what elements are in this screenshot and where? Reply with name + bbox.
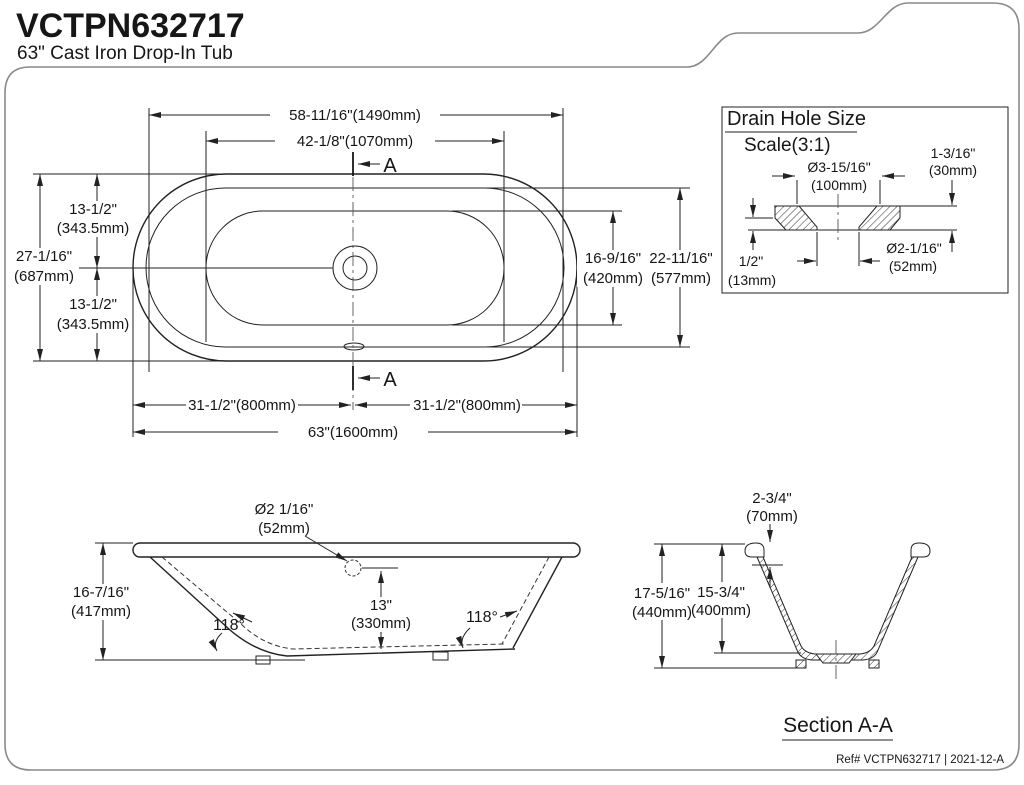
page-title: VCTPN632717 bbox=[16, 7, 245, 45]
section-marker-a-top: A bbox=[383, 155, 397, 177]
section-foot-right bbox=[868, 659, 880, 669]
dim-half-width-top-in: 13-1/2" bbox=[69, 201, 117, 218]
dim-front-drain-dia-in: Ø2 1/16" bbox=[255, 501, 314, 518]
drain-flange-left-section bbox=[774, 205, 818, 231]
dim-half-width-bottom-in: 13-1/2" bbox=[69, 296, 117, 313]
dim-half-length-right: 31-1/2"(800mm) bbox=[413, 397, 521, 414]
section-geometry bbox=[744, 542, 931, 681]
dim-basin-width-in: 16-9/16" bbox=[585, 250, 641, 267]
header: VCTPN632717 63" Cast Iron Drop-In Tub bbox=[16, 7, 245, 64]
dim-front-drain-center-in: 13" bbox=[370, 597, 392, 614]
dim-half-length-left: 31-1/2"(800mm) bbox=[188, 397, 296, 414]
dim-half-width-top-mm: (343.5mm) bbox=[57, 220, 130, 237]
drain-detail-labels: Ø3-15/16" (100mm) 1-3/16" (30mm) 1/2" (1… bbox=[728, 145, 977, 288]
front-drain-hidden-circle bbox=[344, 559, 362, 577]
dim-section-inner-height-mm: (400mm) bbox=[691, 602, 751, 619]
dim-rim-inner-width-mm: (577mm) bbox=[651, 270, 711, 287]
footer-reference: Ref# VCTPN632717 | 2021-12-A bbox=[836, 754, 1004, 766]
drain-detail-scale: Scale(3:1) bbox=[744, 135, 831, 156]
front-foot-right bbox=[432, 651, 449, 661]
dim-section-lip-in: 2-3/4" bbox=[752, 490, 792, 507]
section-title: Section A-A bbox=[783, 714, 893, 737]
section-labels: 2-3/4" (70mm) 17-5/16" (440mm) 15-3/4" (… bbox=[632, 490, 893, 741]
dim-rim-inner-width-in: 22-11/16" bbox=[649, 250, 712, 267]
front-view: 16-7/16" (417mm) Ø2 1/16" (52mm) 13" (33… bbox=[63, 501, 581, 665]
front-inner-wall-right-hidden bbox=[501, 556, 550, 645]
drain-section-geometry bbox=[748, 194, 957, 242]
front-view-outline bbox=[132, 542, 581, 665]
dim-front-drain-dia-mm: (52mm) bbox=[258, 520, 310, 537]
front-view-label-backgrounds bbox=[63, 584, 413, 632]
tub-top-outline bbox=[33, 152, 578, 410]
dim-half-width-bottom-mm: (343.5mm) bbox=[57, 316, 130, 333]
front-outer-wall-right bbox=[512, 556, 563, 649]
dim-drain-bottom-dia-mm: (52mm) bbox=[889, 258, 937, 274]
overflow-outlet bbox=[343, 342, 365, 351]
dim-section-lip-mm: (70mm) bbox=[746, 508, 798, 525]
top-view: A A 58-11/16"(1490mm) 42-1/8"(1070mm) 13… bbox=[9, 107, 718, 441]
page-subtitle: 63" Cast Iron Drop-In Tub bbox=[17, 43, 233, 64]
dim-section-overall-height-in: 17-5/16" bbox=[634, 585, 690, 602]
dim-section-inner-height-in: 15-3/4" bbox=[697, 584, 745, 601]
dim-drain-height-in: 1-3/16" bbox=[931, 145, 976, 161]
top-view-label-backgrounds bbox=[9, 201, 718, 333]
dim-basin-length: 42-1/8"(1070mm) bbox=[297, 133, 413, 150]
top-view-dimension-labels: 58-11/16"(1490mm) 42-1/8"(1070mm) 13-1/2… bbox=[14, 107, 713, 441]
dim-drain-lip-mm: (13mm) bbox=[728, 272, 776, 288]
section-rim-curl-right bbox=[910, 542, 931, 558]
dim-overall-width-mm: (687mm) bbox=[14, 268, 74, 285]
dim-drain-lip-in: 1/2" bbox=[739, 253, 763, 269]
drain-flange-right-section bbox=[858, 205, 901, 231]
front-outer-wall bbox=[149, 556, 516, 657]
front-inner-wall-hidden bbox=[161, 556, 507, 650]
dim-drain-top-dia-mm: (100mm) bbox=[811, 177, 867, 193]
drain-detail-dimensions bbox=[745, 173, 955, 266]
section-cut-markers: A A bbox=[352, 152, 397, 391]
section-label-backgrounds bbox=[624, 582, 756, 620]
drain-outer-circle bbox=[332, 245, 378, 291]
dim-drain-height-mm: (30mm) bbox=[929, 162, 977, 178]
drain-detail-panel: Drain Hole Size Scale(3:1) Ø3-1 bbox=[721, 106, 1009, 294]
dim-drain-top-dia-in: Ø3-15/16" bbox=[807, 159, 870, 175]
section-marker-a-bottom: A bbox=[383, 369, 397, 391]
footer: Ref# VCTPN632717 | 2021-12-A bbox=[836, 754, 1004, 766]
section-wall-band bbox=[756, 556, 919, 661]
front-view-labels: 16-7/16" (417mm) Ø2 1/16" (52mm) 13" (33… bbox=[71, 501, 498, 634]
front-rim-band bbox=[132, 542, 581, 558]
sheet-border bbox=[4, 2, 1020, 771]
front-view-dimensions bbox=[95, 535, 518, 661]
section-rim-curl-left bbox=[744, 542, 765, 558]
drain-detail-box bbox=[721, 106, 1009, 294]
dim-drain-bottom-dia-in: Ø2-1/16" bbox=[886, 240, 942, 256]
dim-basin-width-mm: (420mm) bbox=[583, 270, 643, 287]
dim-front-height-in: 16-7/16" bbox=[73, 584, 129, 601]
dim-front-drain-center-mm: (330mm) bbox=[351, 615, 411, 632]
drain-inner-circle bbox=[342, 255, 368, 281]
top-view-extension-lines bbox=[33, 108, 690, 437]
dim-overall-length: 63"(1600mm) bbox=[308, 424, 398, 441]
drain-detail-title: Drain Hole Size bbox=[727, 108, 866, 130]
dim-rim-length: 58-11/16"(1490mm) bbox=[289, 107, 421, 124]
dim-section-overall-height-mm: (440mm) bbox=[632, 604, 692, 621]
dim-overall-width-in: 27-1/16" bbox=[16, 248, 72, 265]
section-view: 2-3/4" (70mm) 17-5/16" (440mm) 15-3/4" (… bbox=[624, 490, 931, 741]
angle-label-right: 118° bbox=[466, 609, 498, 626]
section-foot-left bbox=[795, 659, 807, 669]
dim-front-height-mm: (417mm) bbox=[71, 603, 131, 620]
angle-label-left: 118° bbox=[213, 617, 245, 634]
